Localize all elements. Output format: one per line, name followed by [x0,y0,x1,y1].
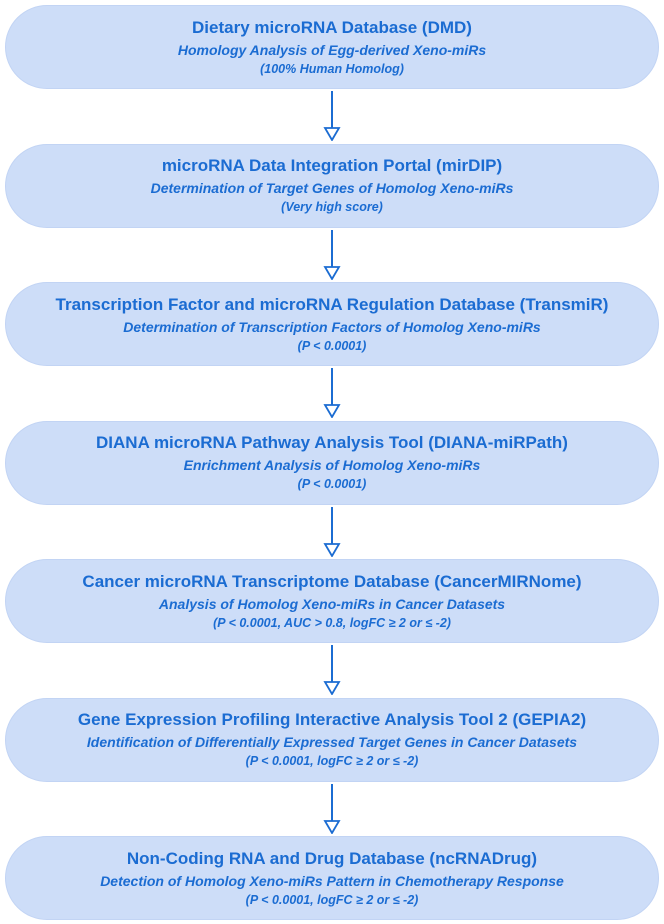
step-subtitle: Identification of Differentially Express… [86,734,578,751]
step-subtitle: Analysis of Homolog Xeno-miRs in Cancer … [158,595,506,612]
arrow-down-icon [322,505,342,560]
step-box-cancermirnome: Cancer microRNA Transcriptome Database (… [5,559,659,643]
step-box-transmir: Transcription Factor and microRNA Regula… [5,282,659,366]
arrow-down-icon [322,89,342,144]
step-subtitle: Homology Analysis of Egg-derived Xeno-mi… [177,41,487,58]
step-box-mirdip: microRNA Data Integration Portal (mirDIP… [5,143,659,228]
arrow-down-icon [322,782,342,837]
step-criteria: (P < 0.0001, logFC ≥ 2 or ≤ -2) [245,754,419,769]
step-criteria: (P < 0.0001) [297,477,367,492]
step-title: microRNA Data Integration Portal (mirDIP… [161,156,503,176]
step-criteria: (Very high score) [281,200,383,215]
step-box-gepia2: Gene Expression Profiling Interactive An… [5,697,659,782]
arrow-down-icon [322,228,342,283]
step-title: Cancer microRNA Transcriptome Database (… [82,571,582,591]
step-box-ncrnadrug: Non-Coding RNA and Drug Database (ncRNAD… [5,836,659,920]
step-title: Transcription Factor and microRNA Regula… [55,294,609,314]
step-title: Non-Coding RNA and Drug Database (ncRNAD… [126,848,538,868]
step-criteria: (P < 0.0001, logFC ≥ 2 or ≤ -2) [245,892,419,907]
step-criteria: (P < 0.0001) [297,338,367,353]
step-subtitle: Enrichment Analysis of Homolog Xeno-miRs [183,457,481,474]
arrow-down-icon [322,366,342,421]
step-subtitle: Detection of Homolog Xeno-miRs Pattern i… [100,872,564,889]
step-criteria: (P < 0.0001, AUC > 0.8, logFC ≥ 2 or ≤ -… [213,615,451,630]
step-subtitle: Determination of Transcription Factors o… [123,318,541,335]
step-box-dmd: Dietary microRNA Database (DMD) Homology… [5,5,659,89]
step-criteria: (100% Human Homolog) [260,61,404,76]
step-box-diana-mirpath: DIANA microRNA Pathway Analysis Tool (DI… [5,420,659,505]
step-subtitle: Determination of Target Genes of Homolog… [150,180,514,197]
step-title: Dietary microRNA Database (DMD) [192,17,472,37]
arrow-down-icon [322,643,342,698]
step-title: DIANA microRNA Pathway Analysis Tool (DI… [96,433,568,453]
step-title: Gene Expression Profiling Interactive An… [77,710,587,730]
